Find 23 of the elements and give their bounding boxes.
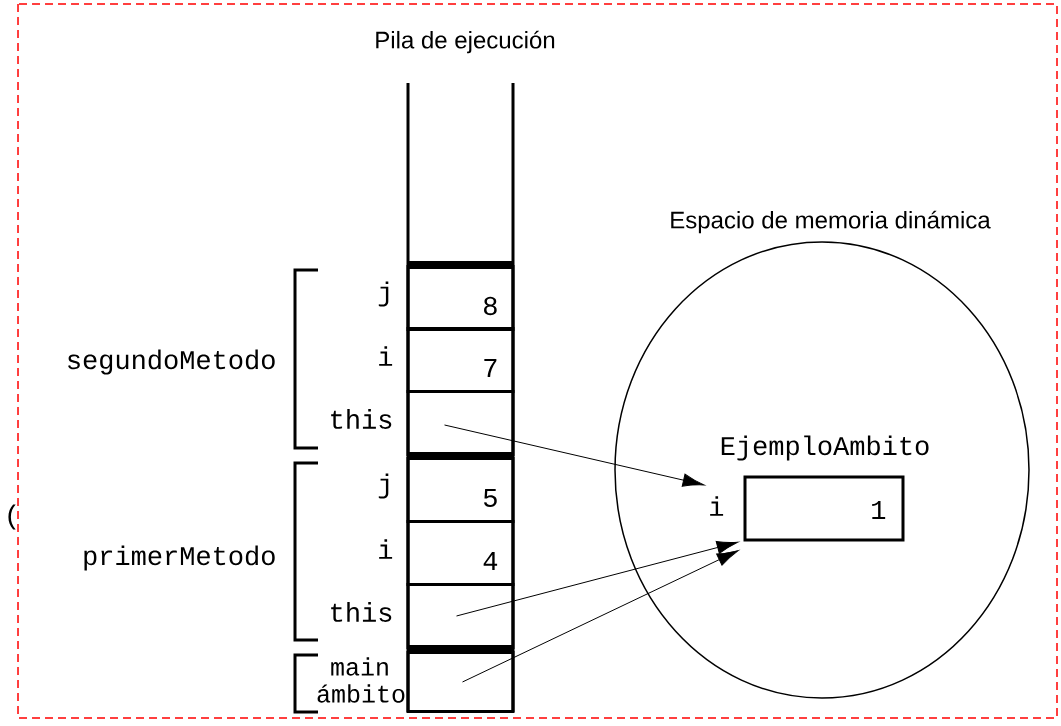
class-name: EjemploAmbito <box>721 435 929 461</box>
arrow <box>444 424 705 487</box>
method-label: primerMetodo <box>84 545 275 571</box>
variable-name: this <box>331 409 392 429</box>
stray-mark: ( <box>8 504 16 530</box>
cell-value: 5 <box>483 488 497 507</box>
variable-name: j <box>378 281 389 307</box>
stack-cell <box>406 651 515 713</box>
method-label: main ámbito <box>317 657 405 703</box>
field-name: i <box>710 496 724 516</box>
method-label: segundoMetodo <box>68 349 275 375</box>
cell-value: 8 <box>484 296 497 316</box>
field-value: 1 <box>872 501 886 519</box>
stack-title: Pila de ejecución <box>376 30 555 54</box>
variable-name: i <box>379 539 393 559</box>
variable-name: i <box>379 346 393 366</box>
variable-name: j <box>378 473 389 499</box>
heap-title: Espacio de memoria dinámica <box>671 210 991 234</box>
cell-value: 4 <box>483 552 498 570</box>
cell-value: 7 <box>484 359 497 377</box>
variable-name: this <box>331 602 392 622</box>
arrow <box>456 540 739 617</box>
arrow <box>462 550 739 683</box>
